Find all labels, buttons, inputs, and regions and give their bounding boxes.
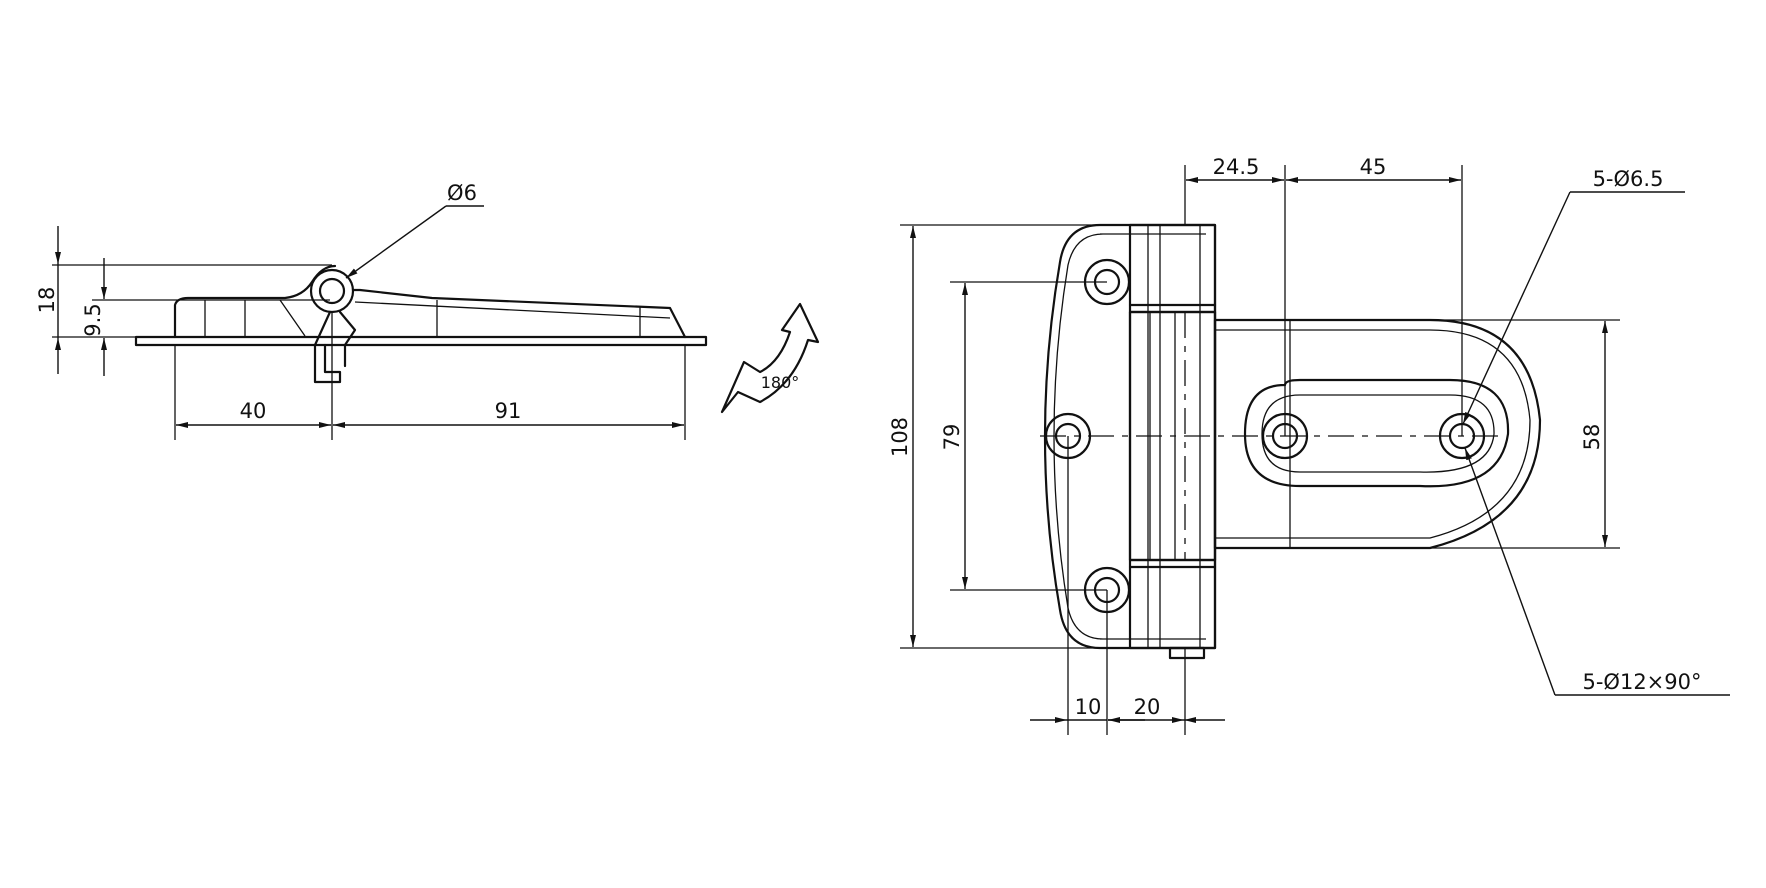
rotation-angle-label: 180°	[761, 373, 800, 392]
front-view: 108 79 58 24.5 45 10 20 5-Ø6.5 5-Ø12×90°	[888, 155, 1730, 735]
dim-height-label: 18	[35, 287, 59, 314]
pin-hole	[318, 277, 346, 305]
pin-end	[1168, 646, 1206, 660]
dim-top-right-label: 45	[1360, 155, 1387, 179]
countersink-callout-label: 5-Ø12×90°	[1582, 670, 1701, 694]
dim-bottom-right-label: 20	[1134, 695, 1161, 719]
side-view: 18 9.5 40 91 Ø6	[35, 181, 708, 440]
rotation-arrow-icon: 180°	[720, 302, 820, 414]
base-plate	[134, 335, 708, 347]
left-leaf-profile	[173, 264, 337, 339]
dim-left-label: 40	[240, 399, 267, 423]
hole-callout-label: 5-Ø6.5	[1593, 167, 1664, 191]
moving-leaf-outline	[1213, 318, 1542, 550]
dim-total-height-label: 108	[888, 417, 912, 457]
dim-bottom-left-label: 10	[1075, 695, 1102, 719]
pin-diameter-label: Ø6	[447, 181, 477, 205]
bent-tab	[313, 310, 342, 384]
dim-right-label: 91	[495, 399, 522, 423]
dim-pin-height-label: 9.5	[81, 303, 105, 336]
base-plate-outline	[1043, 223, 1217, 650]
knuckle-outer	[309, 268, 355, 314]
leaf-rib	[1243, 378, 1510, 488]
dim-top-left-label: 24.5	[1213, 155, 1260, 179]
right-leaf-profile	[351, 288, 687, 339]
dim-hole-spacing-label: 79	[940, 424, 964, 451]
dim-leaf-width-label: 58	[1580, 424, 1604, 451]
